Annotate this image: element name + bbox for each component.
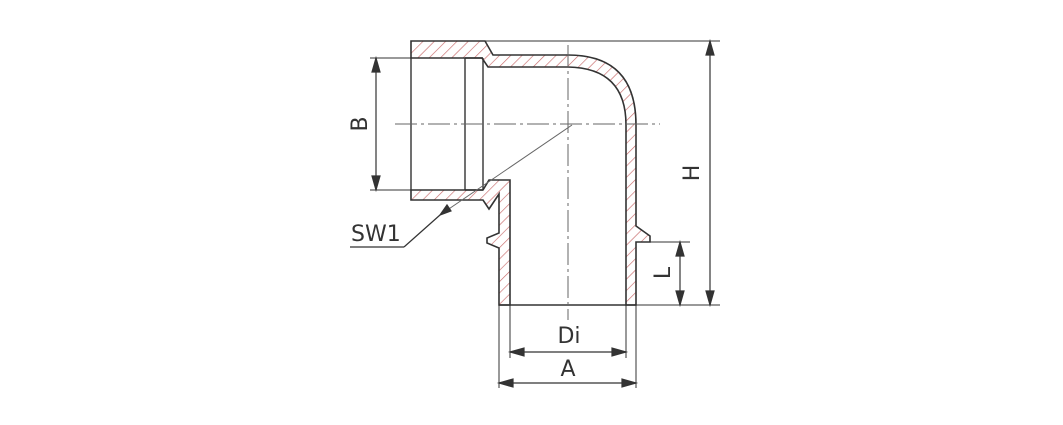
dim-label-a: A <box>560 357 575 382</box>
sw1-leader <box>350 124 573 248</box>
dim-label-b: B <box>348 116 373 131</box>
socket-outline <box>410 57 636 306</box>
extension-lines <box>370 40 720 388</box>
dim-label-h: H <box>680 165 705 182</box>
dim-label-di: Di <box>557 324 580 349</box>
dimension-lines <box>371 38 715 388</box>
outer-wall-section <box>410 40 651 306</box>
inner-wall-section <box>410 179 511 306</box>
fitting-wall-section <box>410 40 651 306</box>
dim-label-l: L <box>651 266 676 279</box>
dim-label-sw1: SW1 <box>351 222 401 247</box>
center-lines <box>395 45 660 320</box>
